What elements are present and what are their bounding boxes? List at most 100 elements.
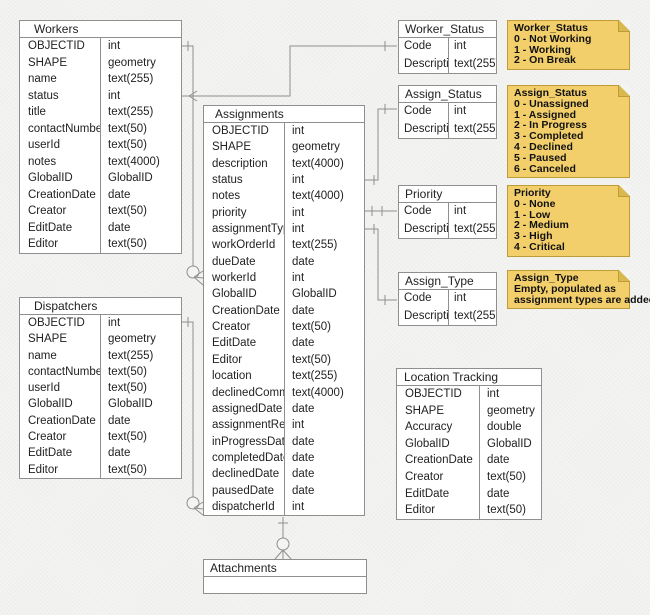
table-assign-status[interactable]: Assign_Status Code int Description text(… bbox=[398, 85, 497, 139]
table-row[interactable]: GlobalID GlobalID bbox=[397, 435, 541, 453]
field-name: Code bbox=[404, 292, 432, 304]
table-row[interactable]: Description text(255) bbox=[399, 55, 496, 73]
table-row[interactable]: CreationDate date bbox=[204, 302, 364, 320]
table-assignments[interactable]: Assignments OBJECTID int SHAPE geometry … bbox=[203, 105, 365, 517]
table-attachments[interactable]: Attachments bbox=[203, 559, 367, 594]
note-line: 4 - Declined bbox=[514, 140, 573, 153]
table-row[interactable]: priority int bbox=[204, 204, 364, 222]
table-row[interactable]: Description text(255) bbox=[399, 307, 496, 325]
table-row[interactable]: OBJECTID int bbox=[20, 38, 181, 55]
field-type: text(50) bbox=[479, 468, 541, 486]
table-row[interactable]: name text(255) bbox=[20, 347, 181, 364]
table-row[interactable]: assignmentRead int bbox=[204, 417, 364, 434]
table-row[interactable]: Code int bbox=[399, 203, 496, 221]
table-row[interactable]: GlobalID GlobalID bbox=[20, 396, 181, 413]
table-row[interactable]: Code int bbox=[399, 103, 496, 121]
table-row[interactable]: Creator text(50) bbox=[20, 429, 181, 446]
table-row[interactable]: GlobalID GlobalID bbox=[204, 286, 364, 303]
field-name: inProgressDate bbox=[212, 435, 284, 448]
relation-workers-assignments[interactable] bbox=[181, 41, 204, 286]
table-row[interactable]: Code int bbox=[399, 290, 496, 308]
table-row[interactable]: EditDate date bbox=[397, 485, 541, 503]
table-row[interactable]: contactNumber text(50) bbox=[20, 120, 181, 137]
table-row[interactable]: dueDate date bbox=[204, 253, 364, 271]
table-row[interactable]: inProgressDate date bbox=[204, 433, 364, 450]
table-row[interactable]: SHAPE geometry bbox=[397, 402, 541, 420]
field-name: completedDate bbox=[212, 451, 284, 464]
table-row[interactable]: location text(255) bbox=[204, 368, 364, 385]
table-row[interactable]: completedDate date bbox=[204, 449, 364, 467]
folded-corner-icon bbox=[618, 185, 630, 197]
field-type: int bbox=[448, 103, 496, 121]
table-row[interactable]: notes text(4000) bbox=[204, 188, 364, 205]
table-row[interactable]: GlobalID GlobalID bbox=[20, 170, 181, 187]
table-assign-type[interactable]: Assign_Type Code int Description text(25… bbox=[398, 272, 497, 326]
relation-assignments-assigntype[interactable] bbox=[365, 224, 397, 305]
field-name: CreationDate bbox=[212, 304, 280, 317]
table-row[interactable]: SHAPE geometry bbox=[204, 139, 364, 156]
table-row[interactable]: Creator text(50) bbox=[397, 468, 541, 486]
table-row[interactable]: status int bbox=[204, 172, 364, 189]
table-row[interactable]: description text(4000) bbox=[204, 155, 364, 173]
table-row[interactable]: OBJECTID int bbox=[397, 386, 541, 403]
relation-assignments-attachments[interactable] bbox=[274, 517, 292, 560]
relation-dispatchers-assignments[interactable] bbox=[181, 317, 204, 516]
table-row[interactable]: userId text(50) bbox=[20, 380, 181, 397]
table-row[interactable]: dispatcherId int bbox=[204, 498, 364, 516]
table-row[interactable]: userId text(50) bbox=[20, 137, 181, 154]
field-name: pausedDate bbox=[212, 484, 275, 497]
field-type: text(50) bbox=[284, 319, 364, 336]
table-priority[interactable]: Priority Code int Description text(255) bbox=[398, 185, 497, 239]
table-row[interactable]: assignedDate date bbox=[204, 400, 364, 418]
table-row[interactable]: declinedComment text(4000) bbox=[204, 384, 364, 401]
table-row[interactable]: contactNumber text(50) bbox=[20, 363, 181, 381]
table-row[interactable]: Description text(255) bbox=[399, 120, 496, 138]
table-worker-status[interactable]: Worker_Status Code int Description text(… bbox=[398, 20, 497, 74]
table-row[interactable]: title text(255) bbox=[20, 104, 181, 121]
table-location-tracking[interactable]: Location Tracking OBJECTID int SHAPE geo… bbox=[396, 368, 542, 520]
field-name: SHAPE bbox=[212, 141, 251, 154]
table-row[interactable]: workOrderId text(255) bbox=[204, 237, 364, 254]
table-row[interactable]: declinedDate date bbox=[204, 466, 364, 483]
note-line: Priority bbox=[514, 187, 551, 199]
table-row[interactable]: SHAPE geometry bbox=[20, 54, 181, 71]
relation-workers-workerstatus[interactable] bbox=[181, 41, 397, 102]
table-row[interactable]: Accuracy double bbox=[397, 419, 541, 436]
table-row[interactable]: CreationDate date bbox=[20, 412, 181, 430]
table-row[interactable]: OBJECTID int bbox=[20, 315, 181, 332]
table-row[interactable]: notes text(4000) bbox=[20, 153, 181, 170]
table-row[interactable]: Creator text(50) bbox=[204, 319, 364, 336]
table-row[interactable]: status int bbox=[20, 87, 181, 104]
table-workers[interactable]: Workers OBJECTID int SHAPE geometry name… bbox=[19, 20, 182, 254]
table-row[interactable]: workerId int bbox=[204, 270, 364, 287]
table-row[interactable]: pausedDate date bbox=[204, 482, 364, 499]
table-row[interactable]: Editor text(50) bbox=[20, 461, 181, 478]
table-row[interactable]: OBJECTID int bbox=[204, 123, 364, 140]
field-type: geometry bbox=[479, 402, 541, 420]
relation-assignments-assignstatus[interactable] bbox=[365, 104, 397, 185]
relation-assignments-priority[interactable] bbox=[365, 206, 397, 216]
field-type: text(255) bbox=[448, 220, 496, 238]
table-row[interactable]: SHAPE geometry bbox=[20, 331, 181, 348]
table-row[interactable]: CreationDate date bbox=[20, 186, 181, 203]
table-row[interactable]: Editor text(50) bbox=[204, 351, 364, 369]
table-row[interactable]: Code int bbox=[399, 38, 496, 56]
table-row[interactable]: Editor text(50) bbox=[20, 236, 181, 253]
table-row[interactable]: Creator text(50) bbox=[20, 203, 181, 220]
field-name: Description bbox=[404, 122, 448, 135]
table-row[interactable]: EditDate date bbox=[20, 445, 181, 462]
table-dispatchers[interactable]: Dispatchers OBJECTID int SHAPE geometry … bbox=[19, 297, 182, 479]
table-row[interactable]: Editor text(50) bbox=[397, 502, 541, 519]
table-row[interactable]: assignmentType int bbox=[204, 221, 364, 238]
field-type: int bbox=[100, 315, 181, 332]
table-row[interactable]: Description text(255) bbox=[399, 220, 496, 238]
table-row[interactable]: name text(255) bbox=[20, 71, 181, 88]
table-row[interactable]: CreationDate date bbox=[397, 452, 541, 469]
table-row[interactable]: EditDate date bbox=[204, 335, 364, 352]
table-row[interactable]: EditDate date bbox=[20, 219, 181, 236]
